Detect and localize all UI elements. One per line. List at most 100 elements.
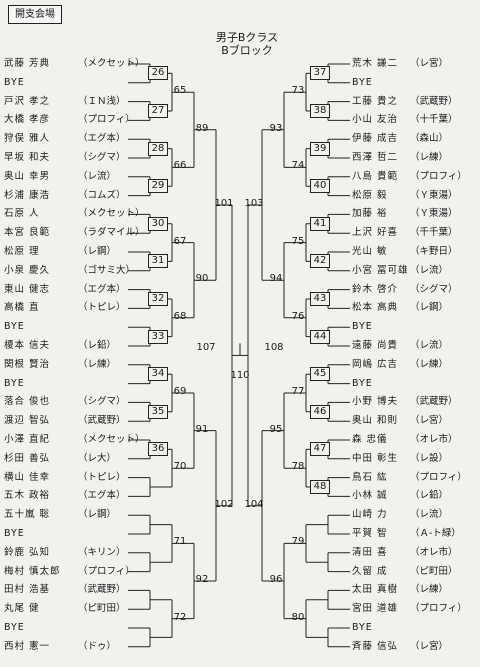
player-name: 山崎 力 [352,509,388,521]
match-number: 30 [148,216,168,231]
left-entry: 大橋 孝彦（プロフィ） [4,114,135,126]
player-club: （プロフィ） [410,471,467,483]
right-entry: 宮田 道雄（プロフィ） [352,603,467,615]
match-number: 79 [291,536,305,548]
match-number: 66 [173,160,187,172]
match-number: 32 [148,292,168,306]
player-name: 小澤 直紀 [4,434,51,445]
match-number: 43 [310,292,330,306]
player-club: （レ流） [410,264,449,276]
right-entry: 小宮 冨可雄（レ流） [352,265,448,277]
match-number: 91 [195,423,209,435]
right-entry: 上沢 好喜（千千葉） [352,227,458,239]
match-number: 36 [148,442,168,457]
right-entry: 鈴木 啓介（シグマ） [352,284,458,296]
player-club: （レ練） [410,358,449,370]
left-entry: 落合 俊也（シグマ） [4,396,126,408]
player-name: 中田 彰生 [352,452,399,464]
player-club: （トピレ） [78,471,126,483]
right-entry: BYE [352,321,410,333]
left-entry: 五十嵐 聡（レ鋼） [4,509,116,521]
match-number: 95 [269,423,283,435]
left-entry: 榎本 信夫（レ鉛） [4,340,116,352]
right-entry: 工藤 貴之（武蔵野） [352,96,458,108]
player-name: BYE [4,76,25,88]
left-entry: 高橋 直（トピレ） [4,302,126,314]
bracket-title: 男子Bクラス [215,31,279,44]
player-club: （武蔵野） [410,396,458,408]
right-entry: 鳥石 紘（プロフィ） [352,472,467,484]
player-name: 加藤 裕 [352,208,388,220]
right-entry: 松本 高典（レ鋼） [352,302,448,314]
right-entry: 松原 毅（Ｙ東湯） [352,190,458,202]
player-name: BYE [352,622,373,633]
right-entry: 岡嶋 広吉（レ練） [352,359,448,371]
player-name: 太田 真樹 [352,584,399,596]
player-name: 本宮 良範 [4,227,51,239]
player-club: （エグ本） [78,133,126,145]
player-name: 早坂 和夫 [4,152,51,163]
right-entry: 太田 真樹（レ練） [352,584,448,596]
player-club: （レ練） [410,152,449,163]
player-name: 宮田 道雄 [352,603,399,615]
player-club: （Ａ-ト緑） [410,528,461,539]
left-entry: 鈴鹿 弘知（キリン） [4,547,126,559]
match-number: 37 [310,66,330,81]
player-club: （メクセット） [78,58,145,69]
player-name: 五木 政裕 [4,490,51,502]
player-club: （レ鋼） [78,246,117,257]
player-name: 西澤 哲二 [352,152,399,163]
right-entry: 奥山 和則（レ宮） [352,415,448,427]
player-name: BYE [4,622,25,633]
match-number: 68 [173,310,187,322]
player-club: （レ鉛） [410,490,449,502]
player-name: 渡辺 智弘 [4,415,51,427]
player-name: 高橋 直 [4,302,40,314]
match-number: 39 [310,141,330,156]
left-entry: 田村 浩基（武蔵野） [4,584,126,596]
player-name: 梅村 慎太郎 [4,565,61,577]
right-entry: 西澤 哲二 （レ練） [352,152,448,164]
match-number: 107 [196,342,216,354]
player-club: （シグマ） [78,152,126,163]
match-number: 70 [173,461,187,473]
right-entry: 光山 敏（キ野日） [352,246,458,258]
match-number: 46 [310,404,330,419]
player-club: （森山） [410,133,449,145]
match-number: 44 [310,329,330,344]
player-club: （武蔵野） [78,415,126,427]
right-entry: 荒木 謙二（レ宮） [352,58,448,70]
right-entry: 加藤 裕（Ｙ東湯） [352,208,458,220]
player-club: （レ鉛） [78,340,117,351]
match-number: 48 [310,480,330,494]
player-club: （エグ本） [78,490,126,502]
match-number: 108 [264,342,284,354]
player-name: 東山 健志 [4,283,51,295]
player-club: （ゴサミ大） [78,264,136,276]
player-name: 杉浦 康浩 [4,189,51,201]
player-club: （レ鋼） [410,302,449,314]
left-entry: 五木 政裕 （エグ本） [4,490,126,502]
match-number: 90 [195,273,209,285]
venue-label: 開支会場 [8,5,62,24]
player-club: （レ流） [78,170,117,182]
left-entry: 東山 健志（エグ本） [4,284,126,296]
player-club: （ドゥ） [78,640,117,652]
left-entry: 渡辺 智弘 （武蔵野） [4,415,126,427]
left-entry: 狩俣 雅人（エグ本） [4,133,126,145]
right-entry: BYE [352,622,410,634]
player-name: 丸尾 健 [4,603,40,615]
match-number: 33 [148,329,168,344]
player-name: 大橋 孝彦 [4,114,51,126]
left-entry: 丸尾 健（ピ町田） [4,603,126,615]
right-entry: 平賀 智 （Ａ-ト緑） [352,528,461,540]
match-number: 34 [148,367,168,382]
player-name: 西村 憲一 [4,640,51,652]
left-entry: BYE [4,378,78,390]
player-club: （メクセット） [78,208,145,220]
right-entry: BYE [352,77,410,89]
right-entry: 森 忠儀（オレ市） [352,434,458,446]
player-name: 平賀 智 [352,528,388,539]
match-number: 74 [291,160,305,172]
player-club: （レ流） [410,340,449,351]
